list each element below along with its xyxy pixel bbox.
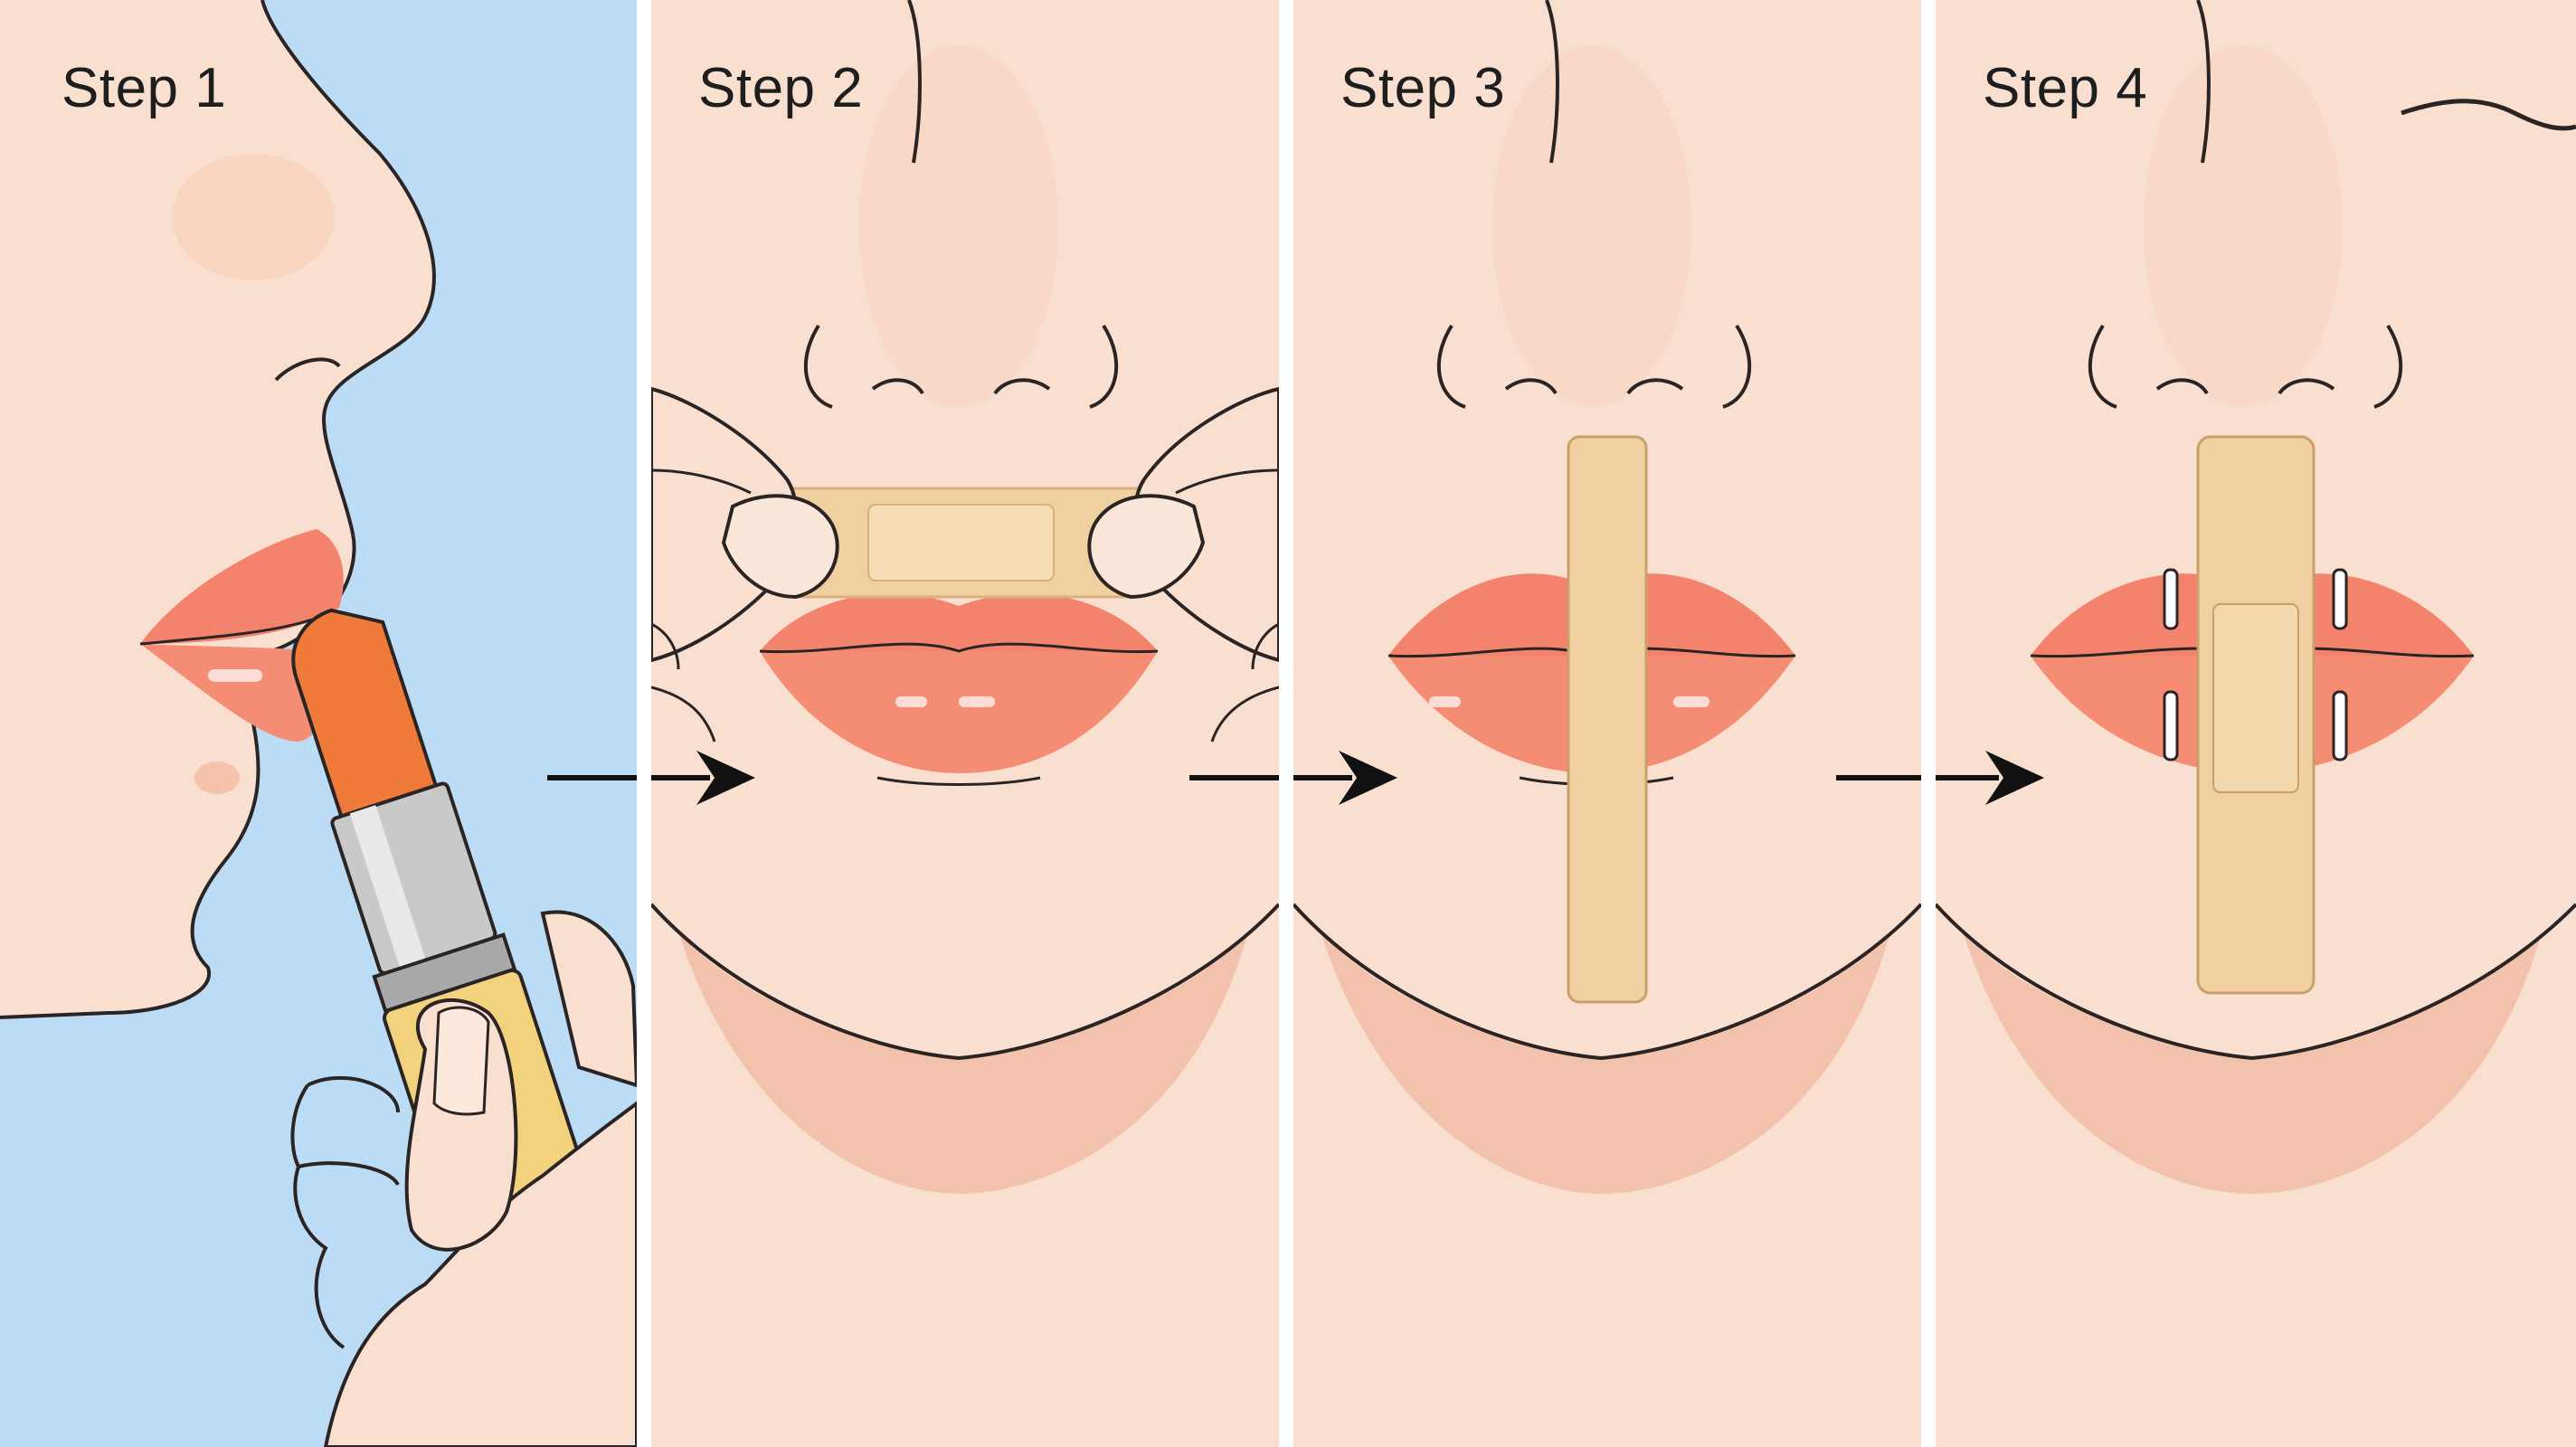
panel-divider — [1921, 0, 1936, 1447]
hand-icon — [1087, 386, 1279, 742]
step-4-panel: Step 4 — [1936, 0, 2576, 1447]
step-2-illustration — [651, 0, 1279, 1447]
hand-icon — [290, 910, 637, 1447]
step-1-illustration — [0, 0, 637, 1447]
arrow-right-icon — [547, 751, 755, 805]
step-1-panel: Step 1 — [0, 0, 637, 1447]
step-label: Step 2 — [698, 57, 864, 119]
step-4-illustration — [1936, 0, 2576, 1447]
step-label: Step 4 — [1983, 57, 2148, 119]
arrow-right-icon — [1836, 751, 2044, 805]
step-3-panel: Step 3 — [1293, 0, 1921, 1447]
tape-strip-icon — [2196, 435, 2316, 995]
tape-strip-icon — [1567, 435, 1648, 1004]
arrow-right-icon — [1189, 751, 1397, 805]
hand-icon — [651, 386, 839, 742]
panel-divider — [637, 0, 651, 1447]
step-label: Step 3 — [1340, 57, 1506, 119]
step-3-illustration — [1293, 0, 1921, 1447]
step-label: Step 1 — [62, 57, 227, 119]
step-2-panel: Step 2 — [651, 0, 1279, 1447]
panel-divider — [1279, 0, 1293, 1447]
